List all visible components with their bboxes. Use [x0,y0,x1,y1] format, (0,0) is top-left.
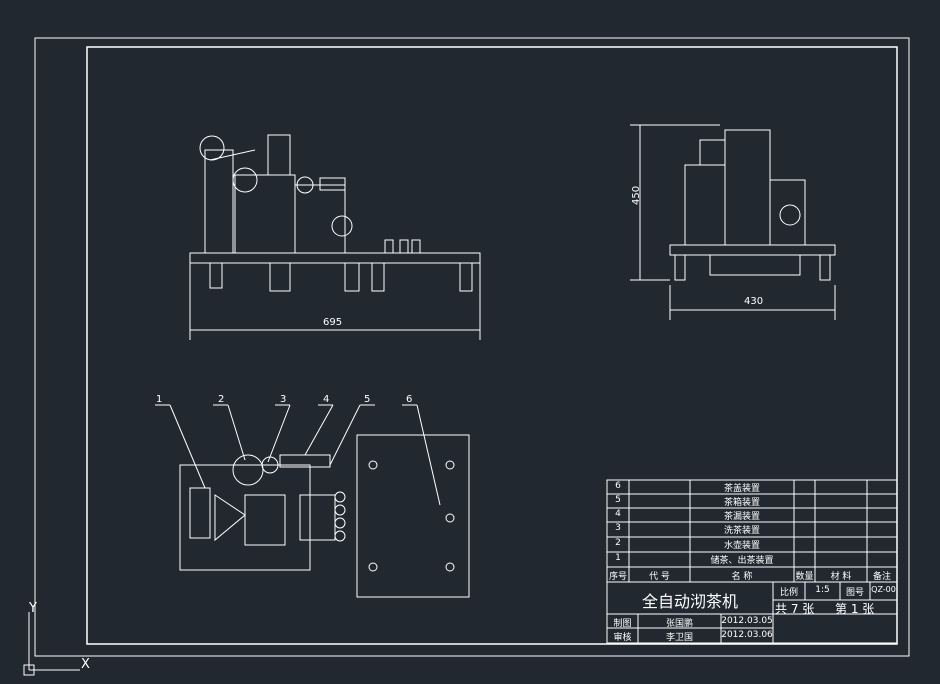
part-name: 储茶、出茶装置 [710,556,774,566]
drawn-label: 制图 [613,619,632,629]
callout-5: 5 [364,394,370,405]
header-note: 备注 [872,572,891,582]
part-number: 6 [615,481,621,491]
sheet-count: 共 7 张 [775,602,815,616]
ucs-x-label: X [81,657,90,672]
drawn-by: 张国鹏 [665,619,693,629]
drawing-no: QZ-00 [871,585,896,594]
drawn-date: 2012.03.05 [721,616,773,626]
header-code: 代 号 [649,572,670,582]
front-view [189,134,481,340]
part-name: 洗茶装置 [723,526,760,536]
part-name: 茶箱装置 [723,498,760,508]
ucs-icon [23,612,80,676]
scale-value: 1:5 [815,585,830,595]
inner-border [86,46,898,645]
callout-4: 4 [323,394,329,405]
ucs-y-label: Y [28,601,37,616]
scale-label: 比例 [779,588,798,598]
side-view [630,124,836,320]
header-no: 序号 [608,572,627,582]
drawing-no-label: 图号 [845,588,864,598]
callout-3: 3 [280,394,286,405]
checked-by: 李卫国 [665,633,693,643]
callout-6: 6 [406,394,412,405]
part-number: 1 [615,553,621,563]
dimension-front-width: 695 [323,317,342,328]
dimension-side-width: 430 [744,296,763,307]
sheet-number: 第 1 张 [835,602,875,616]
part-number: 4 [615,509,621,519]
part-number: 5 [615,495,621,505]
dimension-side-height: 450 [631,186,642,205]
header-name: 名 称 [731,572,753,582]
title-block-grid [606,479,898,644]
callout-1: 1 [156,394,162,405]
header-material: 材 料 [830,572,852,582]
drawing-title: 全自动沏茶机 [641,592,738,611]
part-number: 2 [615,538,621,548]
callout-2: 2 [218,394,224,405]
part-name: 茶漏装置 [723,512,760,522]
outer-border [34,37,910,657]
part-name: 水壶装置 [723,541,760,551]
checked-label: 审核 [613,633,632,643]
header-qty: 数量 [795,572,814,582]
top-view [155,404,470,598]
checked-date: 2012.03.06 [721,630,773,640]
callout-labels: 1 2 3 4 5 6 [156,394,412,405]
part-name: 茶盖装置 [723,484,760,494]
part-number: 3 [615,523,621,533]
